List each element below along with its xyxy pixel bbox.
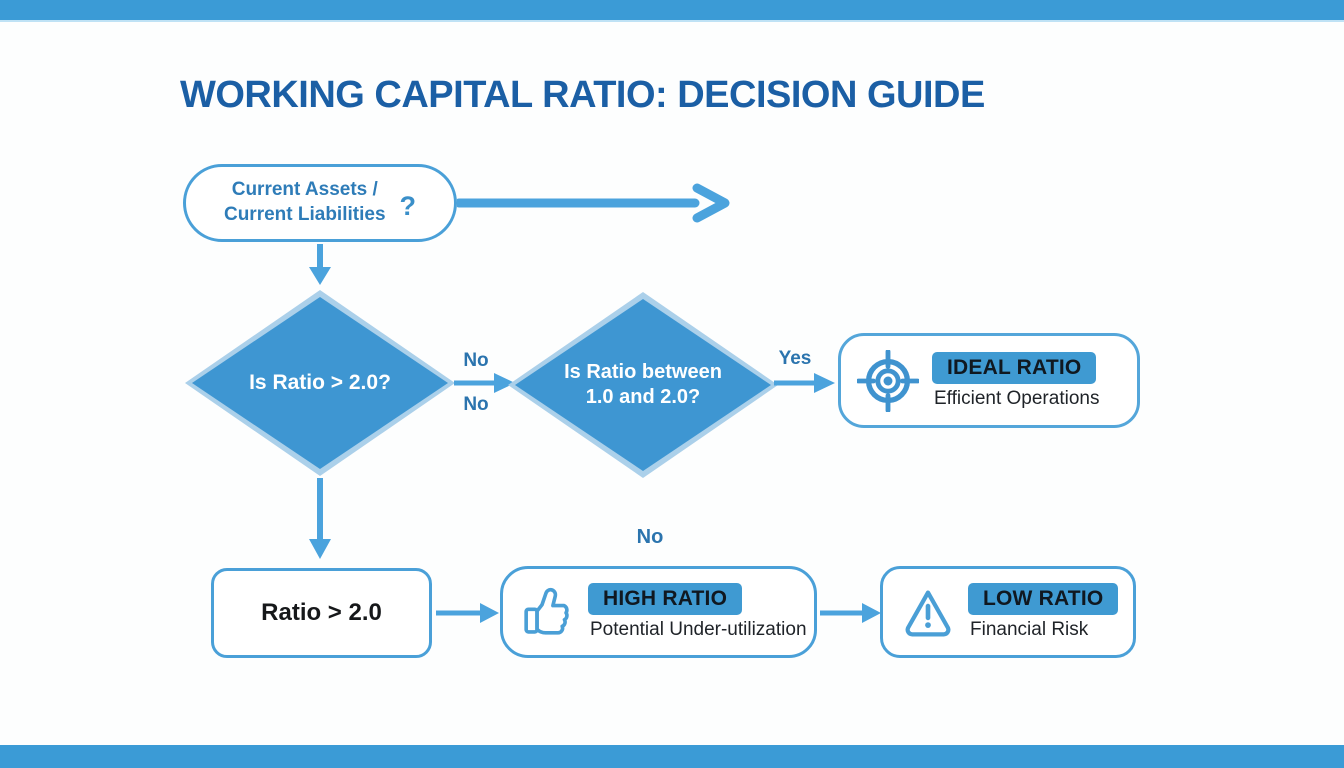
decision2-line-1: Is Ratio between: [564, 361, 722, 383]
formula-line-2: Current Liabilities: [223, 204, 386, 225]
ideal-ratio-description: Efficient Operations: [934, 387, 1100, 409]
arrow-high-to-low: [820, 603, 881, 623]
decision2-label: Is Ratio between 1.0 and 2.0?: [508, 292, 778, 478]
arrow-formula-to-decision1: [309, 244, 331, 285]
top-accent-bar: [0, 0, 1344, 20]
decision2-line-2: 1.0 and 2.0?: [585, 386, 701, 408]
formula-label: Current Assets / Current Liabilities: [224, 178, 386, 227]
decision-node-ratio-gt-2: Is Ratio > 2.0?: [185, 290, 455, 476]
decision-node-ratio-between: Is Ratio between 1.0 and 2.0?: [508, 292, 778, 478]
edge-label-no-above: No: [463, 350, 489, 371]
decision1-label: Is Ratio > 2.0?: [249, 370, 391, 394]
warning-icon: [901, 585, 955, 639]
arrow-process-to-high: [436, 603, 499, 623]
process-label: Ratio > 2.0: [261, 599, 382, 626]
high-ratio-badge: HIGH RATIO: [588, 583, 743, 615]
outcome-high-ratio: HIGH RATIO Potential Under-utilization: [500, 566, 817, 658]
high-ratio-description: Potential Under-utilization: [590, 619, 807, 640]
edge-label-yes: Yes: [778, 348, 812, 369]
outcome-ideal-ratio: IDEAL RATIO Efficient Operations: [838, 333, 1140, 428]
formula-start-node: Current Assets / Current Liabilities ?: [183, 164, 457, 242]
target-icon: [857, 349, 919, 412]
arrow-decision1-to-process: [309, 478, 331, 559]
arrow-decision2-to-ideal: [774, 373, 835, 393]
arrow-decision1-to-decision2: [454, 373, 515, 393]
arrow-from-formula-right: [457, 183, 730, 223]
formula-line-1: Current Assets /: [231, 179, 378, 201]
top-accent-bar-edge: [0, 20, 1344, 22]
page-title: WORKING CAPITAL RATIO: DECISION GUIDE: [180, 74, 985, 116]
thumbs-up-icon: [518, 583, 576, 641]
bottom-accent-bar: [0, 745, 1344, 768]
low-ratio-description: Financial Risk: [970, 619, 1089, 640]
outcome-low-ratio: LOW RATIO Financial Risk: [880, 566, 1136, 658]
process-node-ratio-gt-2: Ratio > 2.0: [211, 568, 432, 658]
edge-label-no-above-high: No: [636, 526, 664, 548]
low-ratio-badge: LOW RATIO: [968, 583, 1119, 615]
question-mark: ?: [399, 190, 417, 221]
ideal-ratio-badge: IDEAL RATIO: [932, 351, 1097, 384]
edge-label-no-below: No: [463, 394, 489, 415]
